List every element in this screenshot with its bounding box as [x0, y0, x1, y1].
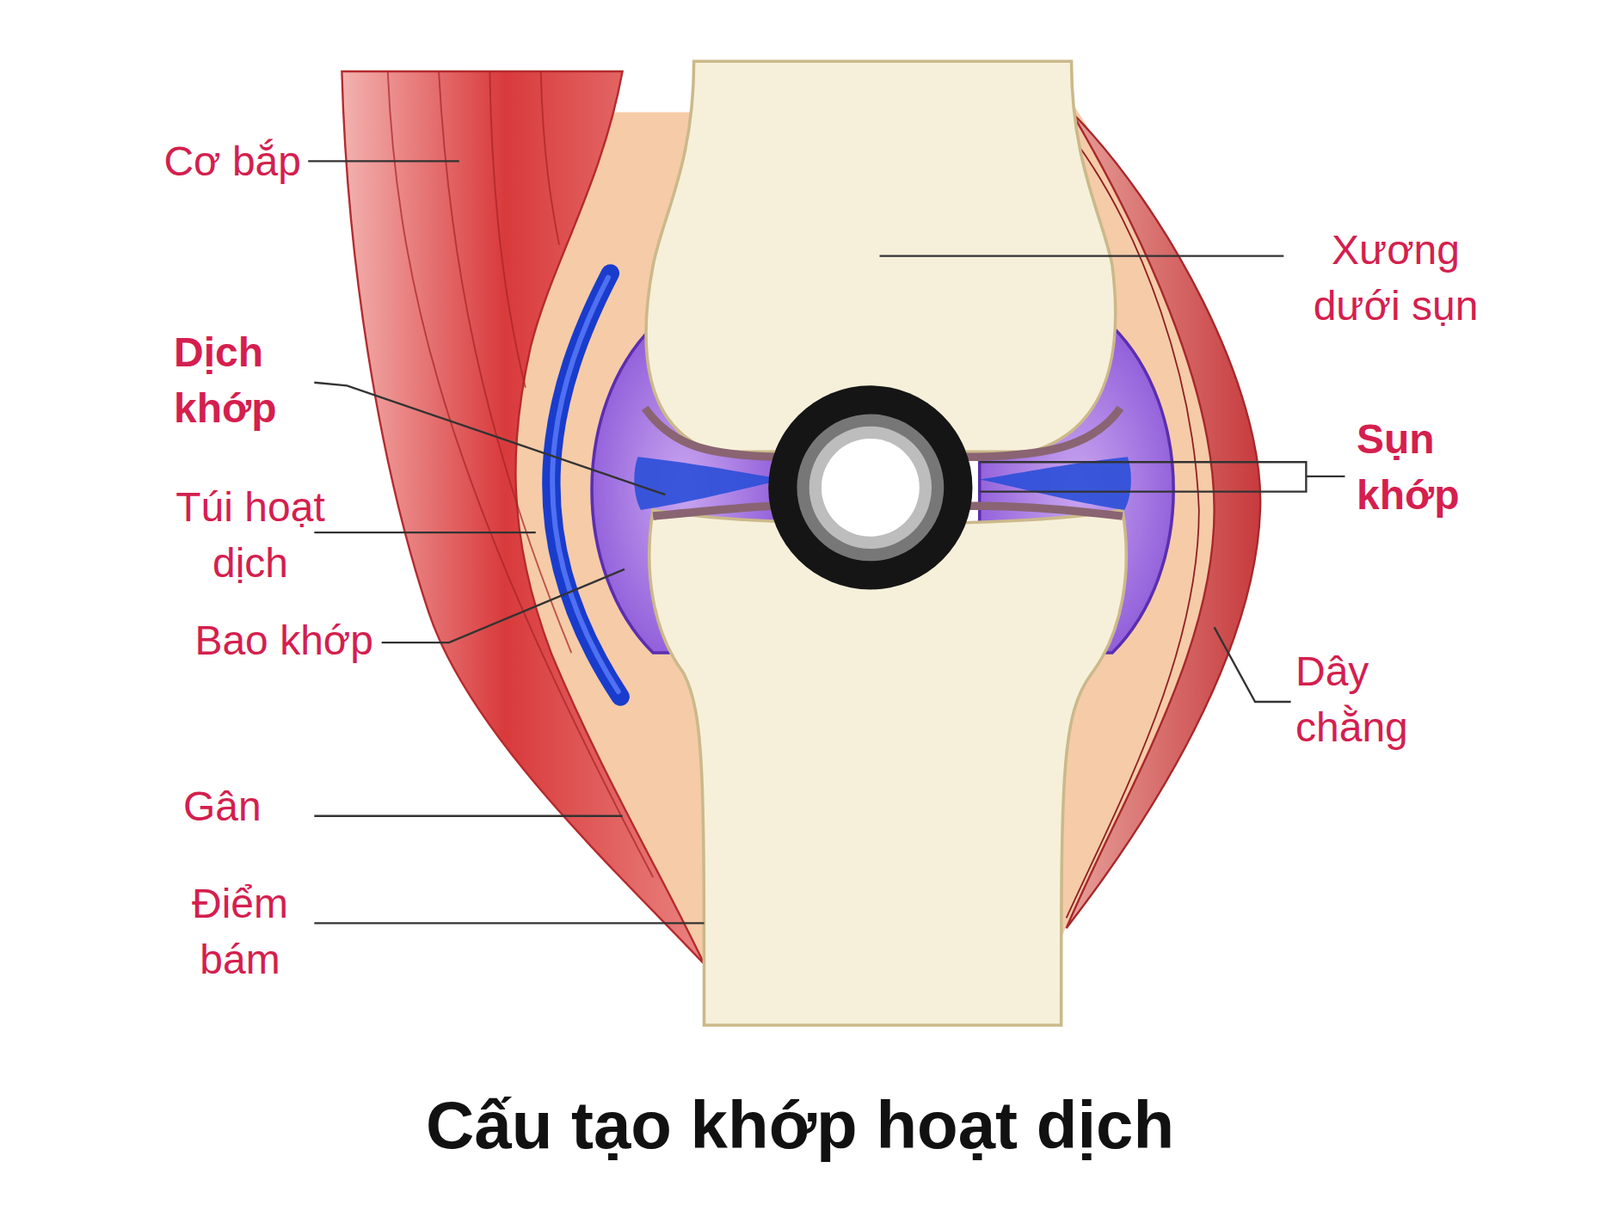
leader-lines	[307, 160, 1345, 924]
synovial-fluid	[979, 456, 1132, 511]
synovial-fluid	[633, 456, 786, 511]
ligament-label: Dây chằng	[1295, 643, 1455, 756]
ring-marker	[821, 438, 920, 537]
bone-label: Xương dưới sụn	[1294, 221, 1497, 334]
fluid-label: Dịch khớp	[173, 324, 312, 437]
capsule-label: Bao khớp	[89, 612, 374, 669]
cartilage-label: Sụn khớp	[1356, 411, 1503, 524]
attachment-label: Điểm bám	[162, 875, 318, 988]
diagram-caption: Cấu tạo khớp hoạt dịch	[0, 1082, 1600, 1169]
muscle-label: Cơ bắp	[34, 133, 302, 190]
ring-marker	[768, 385, 973, 590]
bursa-shine	[552, 277, 619, 693]
bursa-label: Túi hoạt dịch	[155, 479, 345, 591]
ring-marker	[796, 414, 944, 562]
tendon-label: Gân	[183, 778, 313, 835]
ring-marker	[809, 426, 932, 549]
bursa	[551, 273, 621, 697]
